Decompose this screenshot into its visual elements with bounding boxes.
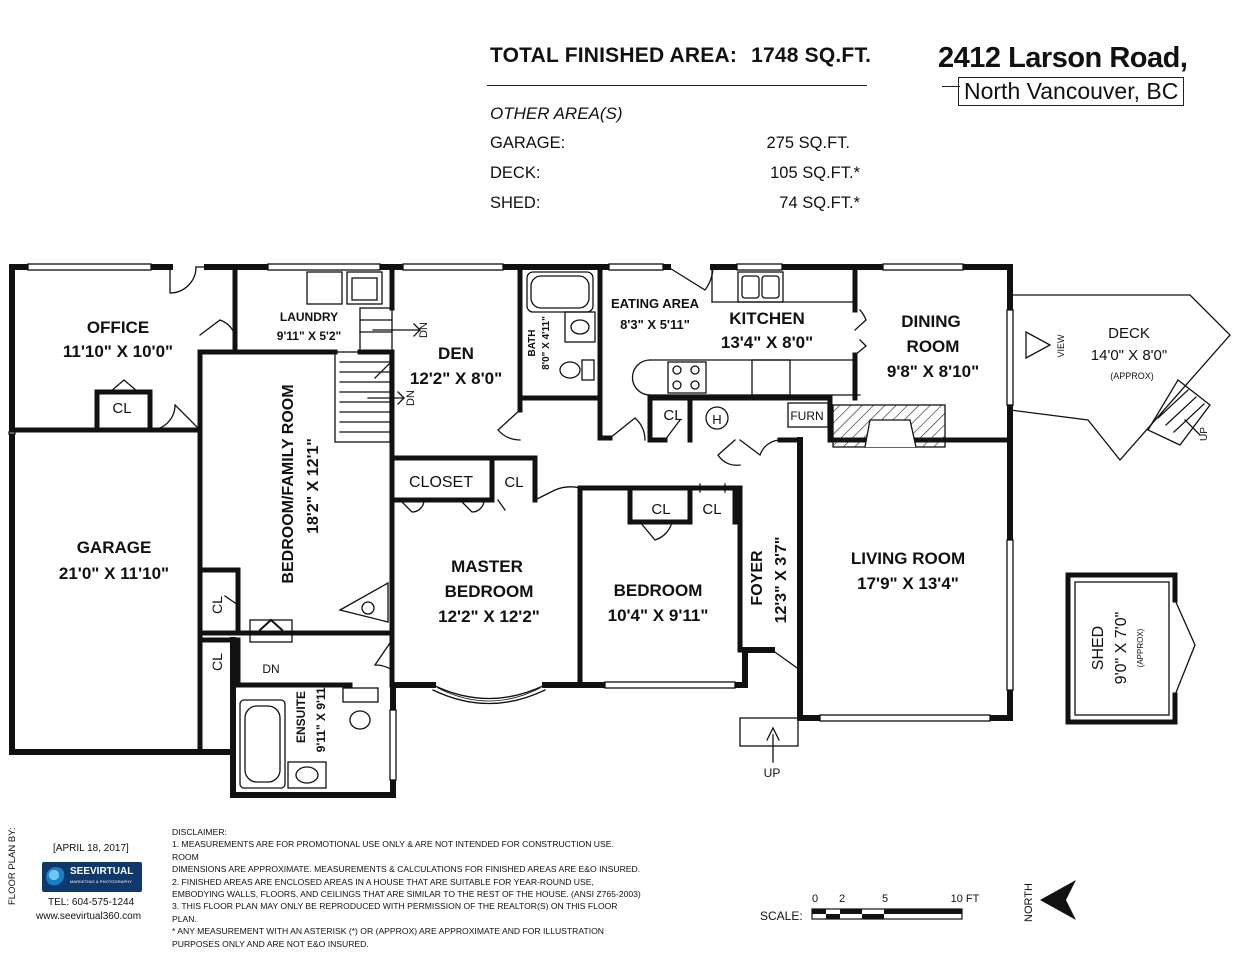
deck-approx: (APPROX) (1110, 371, 1154, 381)
master-closet-label: CLOSET (409, 474, 473, 491)
bedroom-dims: 10'4" X 9'11" (608, 606, 709, 625)
north-label: NORTH (1023, 883, 1035, 922)
master-label-1: MASTER (451, 557, 523, 576)
bedroom-closet-label-1: CL (651, 501, 670, 518)
total-finished-area: TOTAL FINISHED AREA: 1748 SQ.FT. (490, 44, 871, 68)
scale-bar: 0 2 5 10 FT (811, 893, 980, 920)
header-divider (487, 85, 867, 86)
scale-tick-0: 0 (812, 893, 818, 905)
garage-dims: 21'0" X 11'10" (59, 564, 169, 583)
ensuite-closet-label: CL (209, 653, 225, 671)
bedroom-label: BEDROOM (614, 581, 703, 600)
disclaimer-line: 3. THIS FLOOR PLAN MAY ONLY BE REPRODUCE… (172, 901, 618, 924)
scale-tick-5: 5 (882, 893, 888, 905)
kitchen-dims: 13'4" X 8'0" (721, 333, 813, 352)
seevirtual-logo: SEEVIRTUAL MARKETING & PHOTOGRAPHY (42, 862, 142, 892)
deck-up-label: UP (1199, 427, 1210, 441)
shed-area-name: SHED: (490, 194, 541, 212)
living-room-label: LIVING ROOM (851, 549, 965, 568)
hall-closet-label: CL (504, 474, 523, 491)
shed-dims: 9'0" X 7'0" (1113, 612, 1130, 685)
scale-label: SCALE: (760, 909, 803, 923)
shed-approx: (APPROX) (1136, 628, 1145, 667)
dining-label-1: DINING (901, 312, 961, 331)
logo-subtitle: MARKETING & PHOTOGRAPHY (70, 879, 133, 884)
foyer-label: FOYER (749, 550, 766, 606)
logo-icon (46, 867, 66, 887)
disclaimer-line: 1. MEASUREMENTS ARE FOR PROMOTIONAL USE … (172, 839, 614, 862)
address-street: 2412 Larson Road, (938, 42, 1188, 74)
ensuite-dims: 9'11" X 9'11" (314, 682, 328, 752)
logo-name: SEEVIRTUAL (70, 866, 134, 877)
family-closet-label: CL (209, 596, 225, 614)
eating-area-dims: 8'3" X 5'11" (620, 317, 690, 332)
entry-up-label: UP (764, 766, 781, 780)
eating-area-label: EATING AREA (611, 296, 700, 311)
interior-walls (9, 264, 1178, 755)
disclaimer-line: 2. FINISHED AREAS ARE ENCLOSED AREAS IN … (172, 876, 594, 887)
deck-label: DECK (1108, 325, 1150, 342)
scale-tick-10: 10 FT (951, 893, 980, 905)
stair-dn-label: DN (405, 390, 417, 406)
shed-area-value: 74 SQ.FT.* (779, 194, 860, 212)
view-label: VIEW (1056, 334, 1066, 358)
floor-plan-by-label: FLOOR PLAN BY: (7, 827, 18, 905)
disclaimer-line: * ANY MEASUREMENT WITH AN ASTERISK (*) O… (172, 926, 604, 937)
laundry-label: LAUNDRY (280, 310, 338, 324)
contact-website[interactable]: www.seevirtual360.com (36, 911, 142, 922)
deck-dims: 14'0" X 8'0" (1091, 347, 1167, 364)
dining-dims: 9'8" X 8'10" (887, 362, 979, 381)
garage-label: GARAGE (77, 538, 152, 557)
dining-label-2: ROOM (907, 337, 960, 356)
contact-phone: TEL: 604-575-1244 (48, 897, 135, 908)
furnace-label: FURN (790, 409, 823, 423)
bath-label: BATH (527, 329, 538, 356)
disclaimer-line: DIMENSIONS ARE APPROXIMATE. MEASUREMENTS… (172, 864, 641, 875)
address-connector (942, 86, 960, 87)
disclaimer-line: PURPOSES ONLY AND ARE NOT E&O INSURED. (172, 938, 369, 949)
address-city: North Vancouver, BC (958, 77, 1185, 106)
ensuite-dn-label: DN (262, 662, 279, 676)
master-label-2: BEDROOM (445, 582, 534, 601)
office-dims: 11'10" X 10'0" (63, 342, 173, 361)
bath-dims: 8'0" X 4'11" (541, 316, 552, 370)
ensuite-label: ENSUITE (294, 691, 308, 743)
den-dims: 12'2" X 8'0" (410, 369, 502, 388)
scale-tick-2: 2 (839, 893, 845, 905)
north-arrow: NORTH (1023, 880, 1076, 922)
office-label: OFFICE (87, 318, 149, 337)
foyer-dims: 12'3" X 3'7" (773, 537, 790, 624)
total-area-value: 1748 SQ.FT. (751, 44, 872, 67)
living-room-dims: 17'9" X 13'4" (857, 574, 959, 593)
laundry-dims: 9'11" X 5'2" (277, 329, 341, 343)
laundry-dn-label: DN (418, 322, 430, 338)
office-closet-label: CL (112, 400, 131, 417)
kitchen-closet-label: CL (663, 407, 682, 424)
family-room-label: BEDROOM/FAMILY ROOM (280, 384, 297, 583)
family-room-dims: 18'2" X 12'1" (305, 438, 322, 534)
den-label: DEN (438, 344, 474, 363)
total-area-label: TOTAL FINISHED AREA: (490, 44, 738, 67)
disclaimer: DISCLAIMER: 1. MEASUREMENTS ARE FOR PROM… (172, 826, 642, 950)
garage-area-value: 275 SQ.FT. (766, 134, 850, 152)
disclaimer-line: EMBODYING WALLS, FLOORS, AND CEILINGS TH… (172, 889, 641, 900)
water-heater-label: H (712, 412, 721, 427)
shed-label: SHED (1090, 626, 1107, 670)
other-areas-title: OTHER AREA(S) (490, 104, 623, 123)
deck-area-name: DECK: (490, 164, 541, 182)
bedroom-closet-label-2: CL (702, 501, 721, 518)
plan-date: [APRIL 18, 2017] (53, 843, 129, 854)
disclaimer-line: DISCLAIMER: (172, 827, 227, 837)
garage-area-name: GARAGE: (490, 134, 566, 152)
thin-lines (8, 263, 1231, 789)
master-dims: 12'2" X 12'2" (438, 607, 540, 626)
kitchen-label: KITCHEN (729, 309, 805, 328)
deck-area-value: 105 SQ.FT.* (770, 164, 860, 182)
